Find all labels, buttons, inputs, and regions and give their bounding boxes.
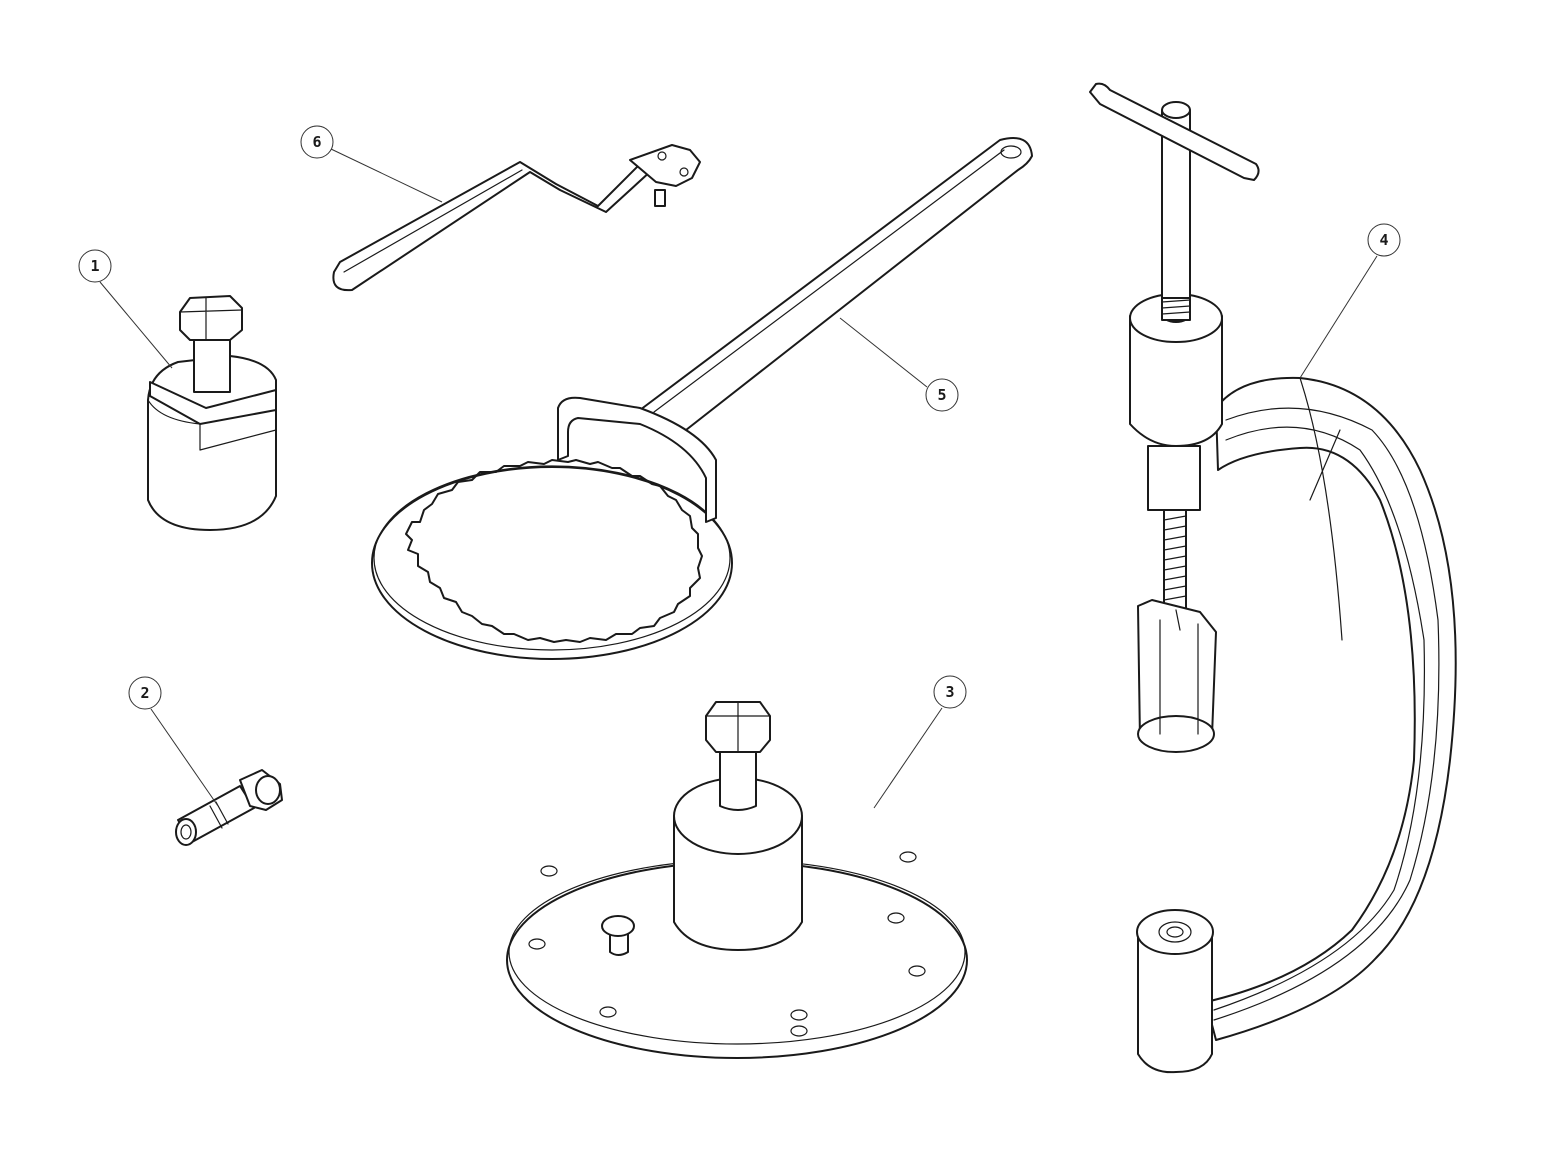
- callout-label-2: 2: [140, 684, 149, 702]
- part-2-flanged-bolt: [175, 769, 283, 846]
- callout-5: 5: [925, 378, 959, 412]
- callout-4: 4: [1367, 223, 1401, 257]
- callout-3: 3: [933, 675, 967, 709]
- part-6-bent-spanner: [332, 144, 701, 292]
- callout-label-3: 3: [945, 683, 954, 701]
- callout-label-5: 5: [937, 386, 946, 404]
- callout-label-1: 1: [90, 257, 99, 275]
- part-5-ring-spanner: [371, 137, 1033, 660]
- part-3-base-plate: [506, 701, 968, 1059]
- part-4-c-clamp: [1089, 82, 1457, 1074]
- callout-2: 2: [128, 676, 162, 710]
- callout-leaders: [99, 148, 1378, 809]
- callout-6: 6: [300, 125, 334, 159]
- part-1-puller-cup: [147, 295, 277, 531]
- callout-label-4: 4: [1379, 231, 1388, 249]
- callout-label-6: 6: [312, 133, 321, 151]
- callout-1: 1: [78, 249, 112, 283]
